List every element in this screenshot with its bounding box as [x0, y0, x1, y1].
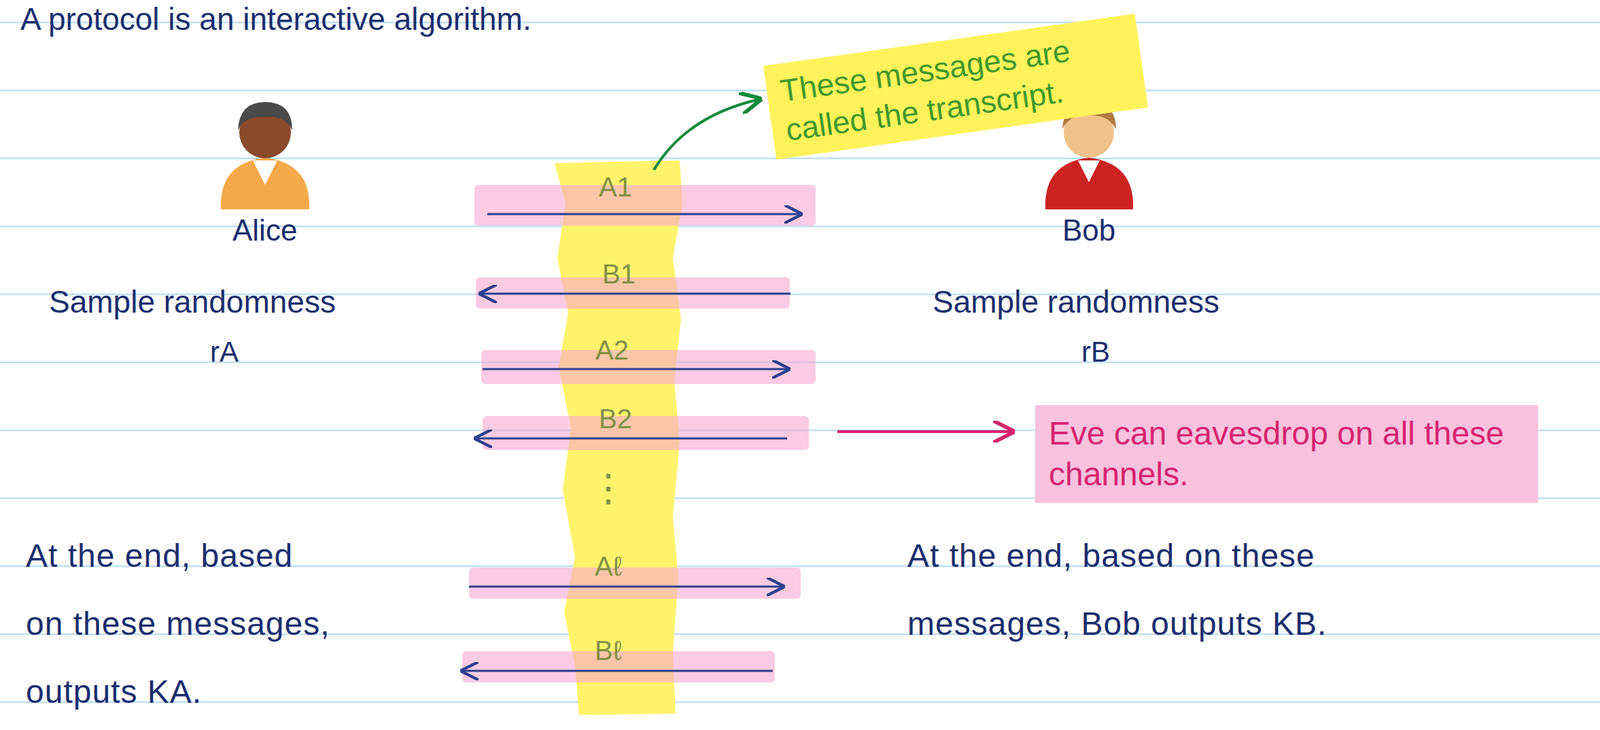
eve-leader — [837, 430, 1013, 433]
alice-icon — [220, 101, 310, 210]
ellipsis: ⋮ — [589, 466, 628, 510]
message-label: A1 — [598, 171, 633, 203]
message-label: B2 — [598, 403, 633, 435]
note-text: Sample randomness — [48, 284, 336, 321]
transcript-leader — [653, 99, 760, 170]
ruled-lines — [0, 22, 1600, 703]
message-label: Aℓ — [594, 550, 622, 582]
callout-text: Eve can eavesdrop on all these channels. — [1048, 413, 1525, 495]
note-text: At the end, based on these messages, out… — [25, 522, 336, 726]
pink-highlights — [462, 184, 816, 683]
eve-callout: Eve can eavesdrop on all these channels. — [1035, 405, 1539, 503]
note-text: Sample randomness — [932, 284, 1220, 321]
message-label: A2 — [595, 334, 629, 366]
message-label: B1 — [602, 258, 636, 290]
person-name: Bob — [1062, 213, 1116, 249]
message-arrows — [462, 214, 801, 671]
randomness-symbol: rA — [210, 335, 239, 369]
randomness-symbol: rB — [1081, 335, 1110, 369]
person-name: Alice — [232, 213, 298, 249]
page-title: A protocol is an interactive algorithm. — [20, 1, 532, 38]
note-text: At the end, based on these messages, Bob… — [907, 522, 1384, 658]
message-label: Bℓ — [594, 634, 622, 667]
